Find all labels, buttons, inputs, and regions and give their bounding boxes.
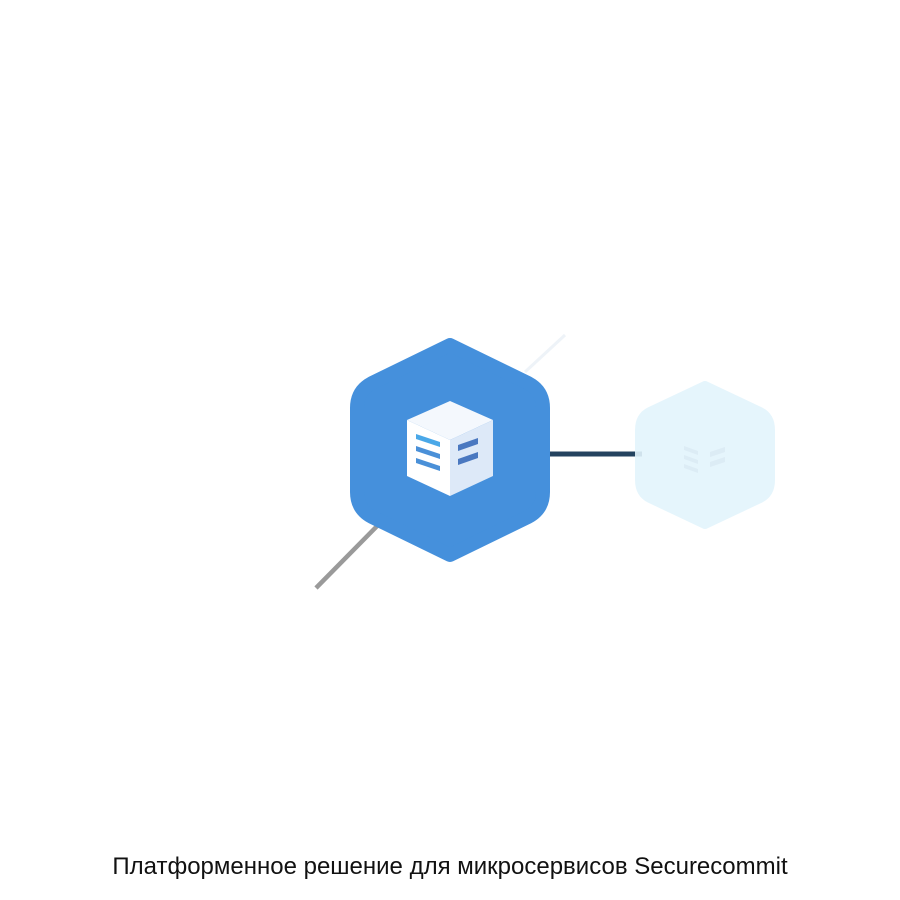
secondary-node-hexagon[interactable] (635, 381, 775, 529)
cube-server-icon-faded (684, 446, 725, 473)
main-node-hexagon[interactable] (350, 338, 550, 562)
diagram-caption: Платформенное решение для микросервисов … (112, 853, 788, 880)
gray-link (314, 517, 386, 590)
cube-server-icon (407, 401, 493, 496)
faint-link (523, 333, 567, 374)
